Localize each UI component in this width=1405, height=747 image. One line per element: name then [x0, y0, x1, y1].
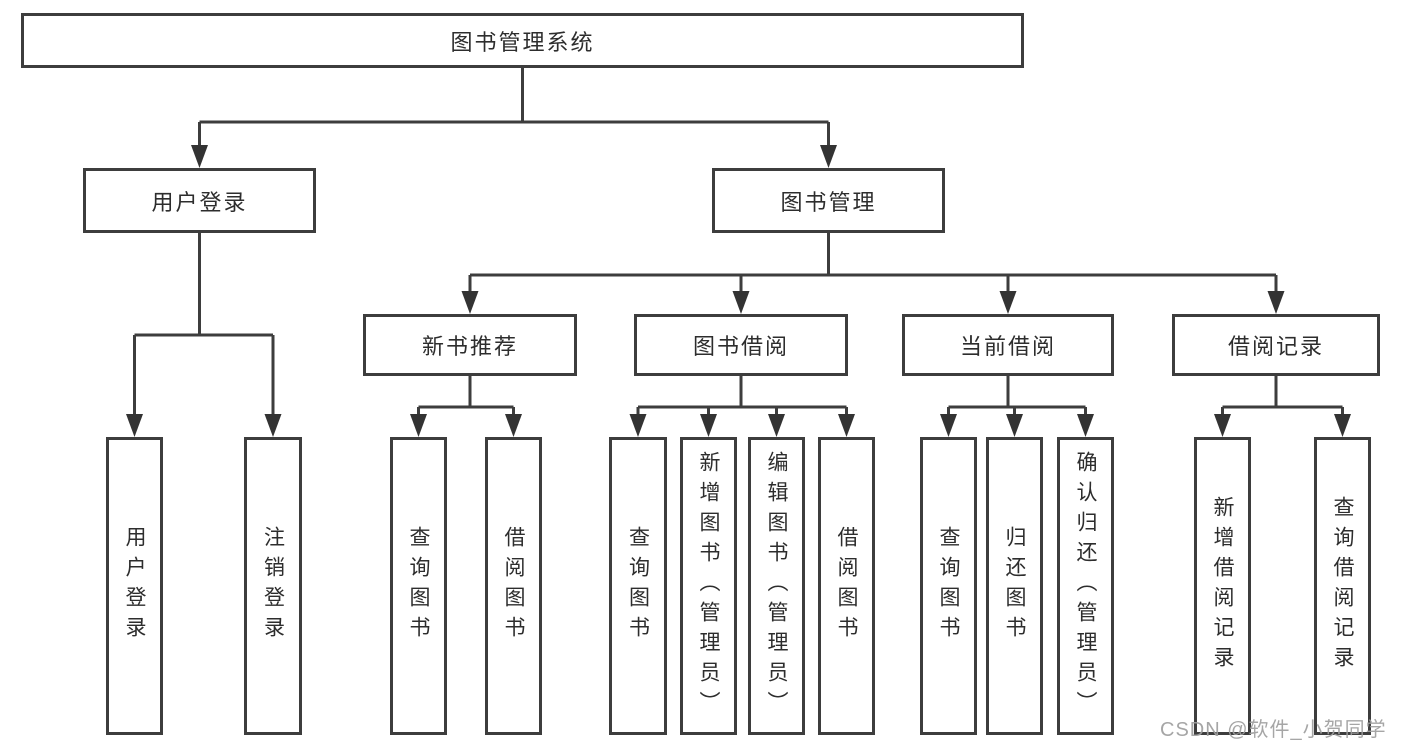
arrow-icon	[732, 291, 750, 314]
arrow-icon	[1267, 291, 1285, 314]
node-current-borrowing: 当前借阅	[902, 314, 1114, 376]
leaf-br-add-record: 新增借阅记录	[1194, 437, 1251, 735]
arrow-icon	[505, 414, 522, 437]
leaf-bb-borrow-books: 借阅图书	[818, 437, 875, 735]
arrow-icon	[820, 145, 837, 168]
leaf-bb-edit-books-admin-label: 编辑图书（管理员）	[765, 451, 788, 721]
arrow-icon	[700, 414, 717, 437]
arrow-icon	[1334, 414, 1351, 437]
node-current-borrowing-label: 当前借阅	[959, 334, 1056, 359]
node-library-management-system: 图书管理系统	[21, 13, 1024, 68]
leaf-cb-return-books-label: 归还图书	[1003, 526, 1026, 646]
leaf-logout: 注销登录	[244, 437, 302, 735]
leaf-user-login: 用户登录	[106, 437, 163, 735]
connector-lines	[133, 68, 1344, 415]
arrow-icon	[191, 145, 208, 168]
leaf-nbr-query-books-label: 查询图书	[407, 526, 430, 646]
arrow-icon	[999, 291, 1017, 314]
arrow-icon	[1214, 414, 1231, 437]
leaf-nbr-borrow-books-label: 借阅图书	[502, 526, 525, 646]
leaf-user-login-label: 用户登录	[123, 526, 146, 646]
leaf-br-add-record-label: 新增借阅记录	[1211, 496, 1234, 676]
leaf-cb-confirm-return-admin-label: 确认归还（管理员）	[1074, 451, 1097, 721]
arrow-icon	[410, 414, 427, 437]
node-book-management-label: 图书管理	[780, 189, 877, 215]
node-book-borrowing: 图书借阅	[634, 314, 848, 376]
leaf-bb-add-books-admin-label: 新增图书（管理员）	[697, 451, 720, 721]
node-user-login-label: 用户登录	[151, 189, 248, 215]
node-borrowing-records: 借阅记录	[1172, 314, 1380, 376]
leaf-bb-borrow-books-label: 借阅图书	[835, 526, 858, 646]
leaf-bb-query-books: 查询图书	[609, 437, 667, 735]
node-borrowing-records-label: 借阅记录	[1227, 334, 1324, 359]
arrow-icon	[264, 414, 282, 437]
leaf-nbr-borrow-books: 借阅图书	[485, 437, 542, 735]
arrow-icon	[768, 414, 785, 437]
arrow-icon	[1006, 414, 1023, 437]
leaf-logout-label: 注销登录	[261, 526, 285, 646]
node-book-borrowing-label: 图书借阅	[692, 334, 789, 359]
leaf-bb-query-books-label: 查询图书	[626, 526, 650, 646]
leaf-nbr-query-books: 查询图书	[390, 437, 447, 735]
leaf-cb-query-books-label: 查询图书	[937, 526, 960, 646]
watermark: CSDN @软件_小贺同学	[1160, 719, 1387, 741]
leaf-bb-add-books-admin: 新增图书（管理员）	[680, 437, 737, 735]
leaf-br-query-record: 查询借阅记录	[1314, 437, 1371, 735]
arrow-icon	[461, 291, 479, 314]
arrow-icon	[126, 414, 143, 437]
node-new-book-recommendation-label: 新书推荐	[421, 334, 518, 359]
node-library-management-system-label: 图书管理系统	[450, 29, 595, 55]
node-new-book-recommendation: 新书推荐	[363, 314, 577, 376]
leaf-bb-edit-books-admin: 编辑图书（管理员）	[748, 437, 805, 735]
arrowheads	[126, 145, 1351, 437]
arrow-icon	[838, 414, 855, 437]
leaf-cb-return-books: 归还图书	[986, 437, 1043, 735]
arrow-icon	[629, 414, 647, 437]
node-book-management: 图书管理	[712, 168, 945, 233]
leaf-br-query-record-label: 查询借阅记录	[1331, 496, 1354, 676]
leaf-cb-query-books: 查询图书	[920, 437, 977, 735]
leaf-cb-confirm-return-admin: 确认归还（管理员）	[1057, 437, 1114, 735]
node-user-login: 用户登录	[83, 168, 316, 233]
arrow-icon	[1077, 414, 1094, 437]
arrow-icon	[940, 414, 957, 437]
